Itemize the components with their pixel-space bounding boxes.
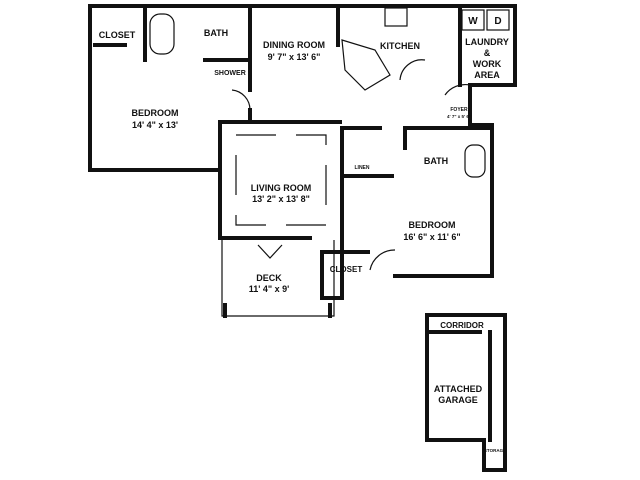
- foyer-size: 4' 7" x 5' 6": [447, 114, 471, 119]
- living-size: 13' 2" x 13' 8": [252, 194, 310, 204]
- dryer-label: D: [494, 16, 501, 27]
- closet-label: CLOSET: [99, 30, 136, 40]
- shower-label: SHOWER: [214, 70, 246, 77]
- laundry-label-2: &: [484, 48, 491, 58]
- deck-size: 11' 4" x 9': [249, 284, 290, 294]
- storage-label: STORAGE: [484, 448, 506, 453]
- bedroom2-label: BEDROOM: [409, 220, 456, 230]
- walls: [88, 4, 517, 472]
- dining-size: 9' 7" x 13' 6": [268, 52, 321, 62]
- bedroom2-size: 16' 6" x 11' 6": [403, 232, 460, 242]
- bedroom1-size: 14' 4" x 13': [132, 120, 178, 130]
- kitchen-label: KITCHEN: [380, 41, 420, 51]
- washer-label: W: [468, 16, 478, 27]
- foyer-label: FOYER: [450, 107, 468, 113]
- deck-label: DECK: [256, 273, 282, 283]
- laundry-label-1: LAUNDRY: [465, 37, 509, 47]
- garage-label-2: GARAGE: [438, 395, 478, 405]
- bath2-label: BATH: [424, 156, 448, 166]
- bath-label: BATH: [204, 28, 228, 38]
- garage-label-1: ATTACHED: [434, 384, 483, 394]
- dining-label: DINING ROOM: [263, 40, 325, 50]
- linen-label: LINEN: [355, 165, 370, 171]
- closet2-label: CLOSET: [330, 265, 363, 274]
- laundry-label-3: WORK: [473, 59, 502, 69]
- living-label: LIVING ROOM: [251, 183, 312, 193]
- laundry-label-4: AREA: [474, 70, 500, 80]
- bedroom1-label: BEDROOM: [132, 108, 179, 118]
- corridor-label: CORRIDOR: [440, 321, 484, 330]
